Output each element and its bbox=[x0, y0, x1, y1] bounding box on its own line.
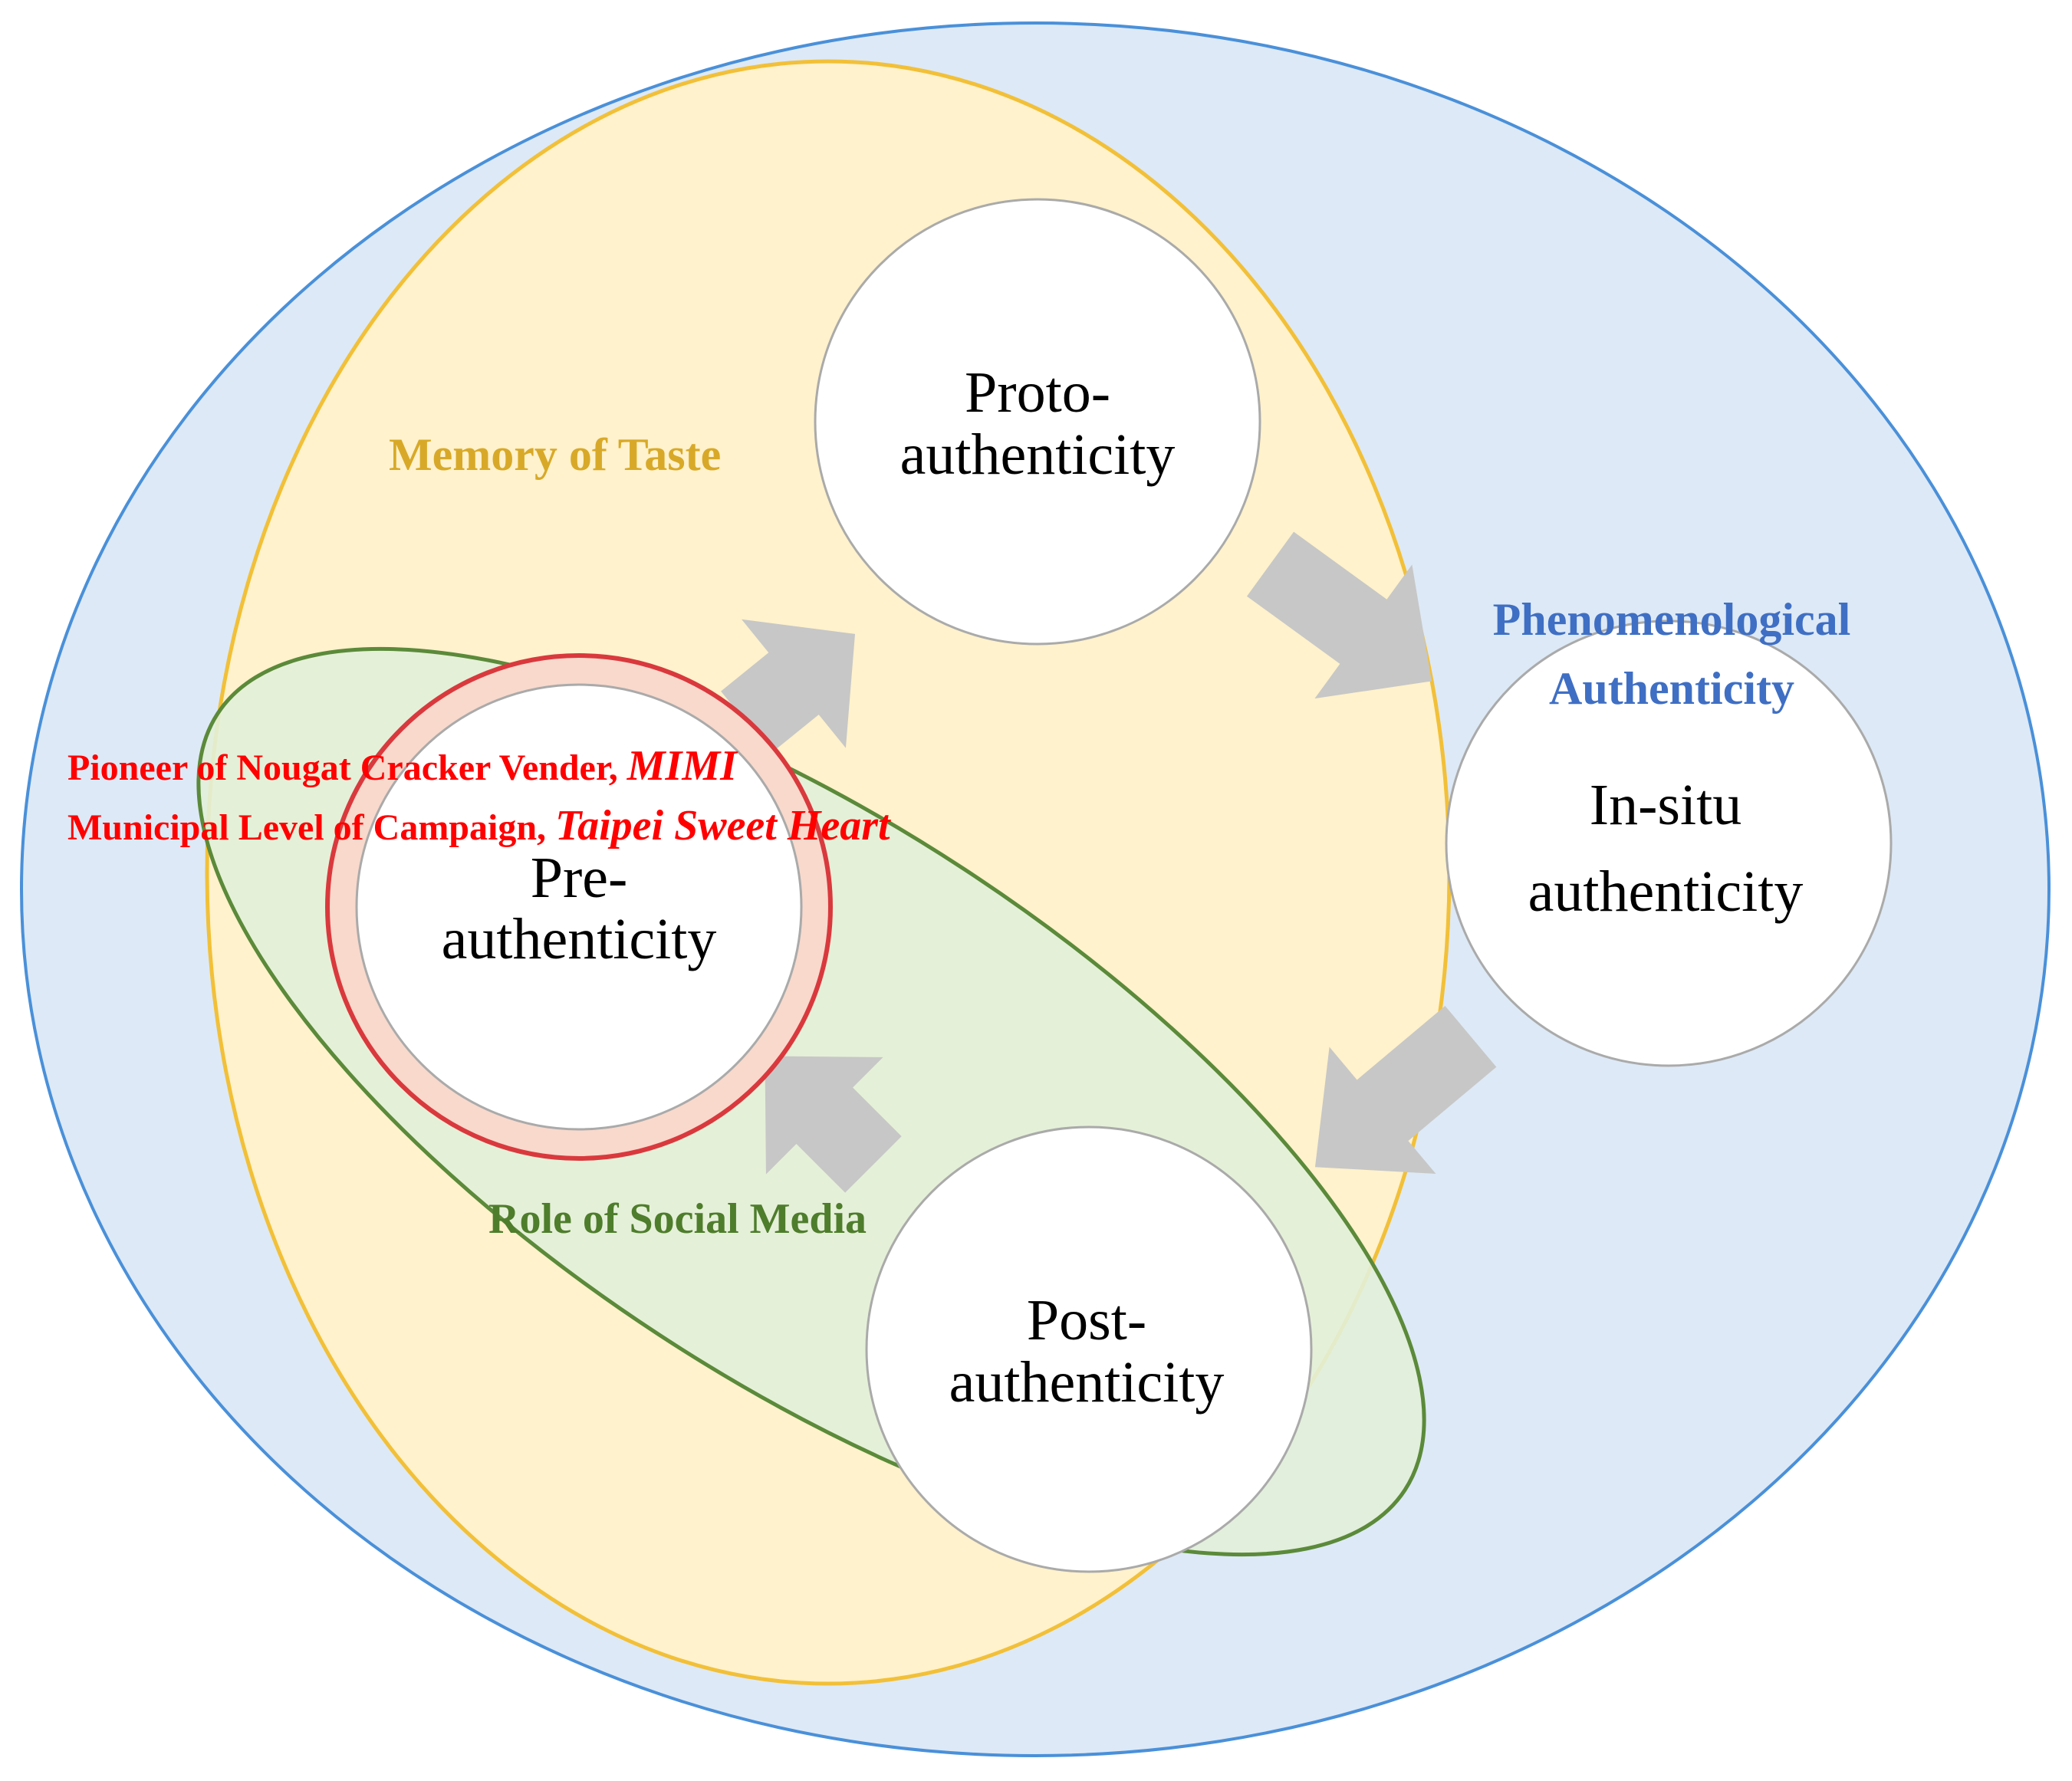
insitu-authenticity-circle bbox=[1445, 619, 1893, 1067]
memory-of-taste-label: Memory of Taste bbox=[389, 429, 721, 480]
phenomenological-label-line1: Phenomenological bbox=[1493, 594, 1851, 645]
pioneer-label: Pioneer of Nougat Cracker Vender, MIMI bbox=[67, 742, 738, 790]
proto-line2: authenticity bbox=[900, 422, 1176, 487]
pre-line1: Pre- bbox=[531, 846, 628, 910]
insitu-line1: In-situ bbox=[1590, 773, 1741, 837]
pioneer-prefix: Pioneer of Nougat Cracker Vender, bbox=[67, 748, 627, 788]
arrow-insitu-to-post bbox=[1314, 1006, 1497, 1175]
post-line2: authenticity bbox=[949, 1350, 1225, 1415]
municipal-label: Municipal Level of Campaign, Taipei Swee… bbox=[67, 802, 891, 849]
pre-authenticity-circle bbox=[355, 683, 803, 1131]
arrow-post-to-pre bbox=[765, 1056, 902, 1193]
municipal-name: Taipei Sweet Heart bbox=[555, 802, 891, 849]
post-authenticity-circle bbox=[865, 1125, 1313, 1573]
proto-authenticity-circle bbox=[814, 198, 1261, 646]
municipal-prefix: Municipal Level of Campaign, bbox=[67, 807, 555, 848]
phenomenological-label-line2: Authenticity bbox=[1549, 663, 1794, 714]
proto-line1: Proto- bbox=[965, 360, 1110, 425]
post-line1: Post- bbox=[1027, 1288, 1146, 1352]
pioneer-name: MIMI bbox=[627, 742, 738, 790]
arrow-proto-to-insitu bbox=[1246, 531, 1432, 699]
insitu-line2: authenticity bbox=[1528, 859, 1804, 924]
role-of-social-media-label: Role of Social Media bbox=[488, 1195, 867, 1243]
pre-line2: authenticity bbox=[442, 907, 717, 971]
arrow-pre-to-proto bbox=[721, 619, 856, 754]
